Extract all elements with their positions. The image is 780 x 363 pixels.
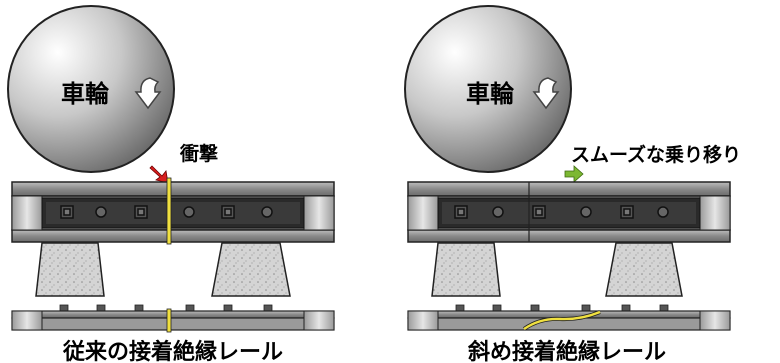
right-sleepers: [431, 242, 683, 297]
impact-label: 衝撃: [179, 142, 218, 165]
left-sleepers: [35, 242, 291, 297]
right-rail-side: [407, 181, 731, 243]
smooth-transition-label: スムーズな乗り移り: [571, 143, 741, 166]
left-rotation-icon: [134, 77, 162, 110]
right-wheel: 車輪: [404, 5, 572, 173]
smooth-arrow-icon: [564, 165, 584, 183]
right-diagram: 車輪 スムーズな乗り移り: [404, 5, 741, 363]
right-caption: 斜め接着絶縁レール: [467, 339, 666, 363]
left-caption: 従来の接着絶縁レール: [62, 339, 283, 363]
right-wheel-label: 車輪: [466, 80, 515, 108]
impact-arrow-icon: [149, 165, 169, 184]
left-rail-top: [11, 304, 335, 333]
left-wheel-label: 車輪: [61, 80, 110, 108]
right-rotation-icon: [532, 77, 560, 110]
left-rail-side: [11, 177, 335, 245]
right-rail-top: [407, 304, 731, 331]
left-diagram: 車輪 衝撃: [7, 5, 335, 363]
left-wheel: 車輪: [7, 5, 175, 173]
